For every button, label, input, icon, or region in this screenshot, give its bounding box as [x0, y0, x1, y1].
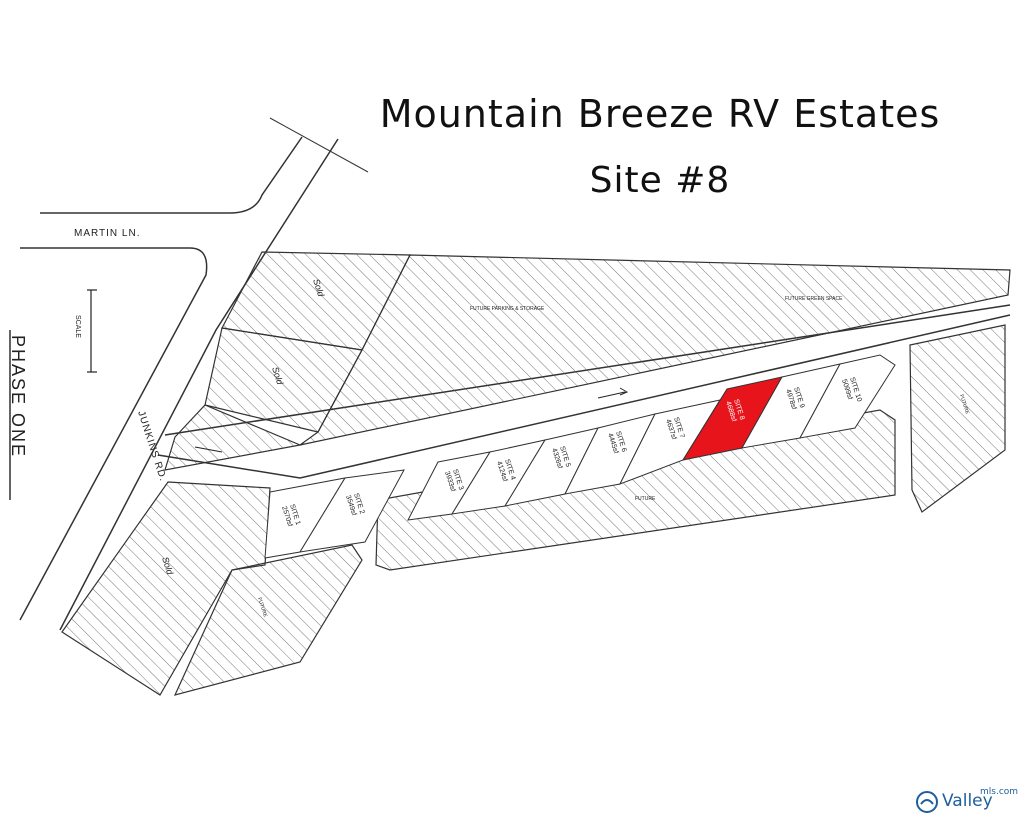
- valley-mls-logo-icon: [916, 791, 938, 813]
- future-parking-label: FUTURE PARKING & STORAGE: [470, 306, 545, 312]
- future-label-south: FUTURE: [635, 496, 656, 502]
- scale-label: SCALE: [74, 315, 81, 338]
- site-lot-10: [799, 354, 896, 439]
- watermark-logo: Valley mls.com: [916, 787, 1022, 815]
- future-green-label: FUTURE GREEN SPACE: [785, 296, 843, 302]
- traffic-arrows: [194, 387, 629, 453]
- hatched-parcels: [61, 251, 1011, 696]
- watermark-small-text: mls.com: [980, 787, 1019, 797]
- future-parcel-south: [375, 409, 896, 571]
- site-lot-2: [299, 469, 405, 553]
- junkins-rd-label: JUNKINS RD.: [135, 410, 168, 484]
- phase-label: PHASE ONE: [8, 335, 28, 458]
- martin-ln-label: MARTIN LN.: [74, 228, 141, 239]
- site-lots: [264, 354, 896, 559]
- watermark-text: Valley: [942, 791, 993, 811]
- page-subtitle: Site #8: [589, 160, 731, 201]
- page-title: Mountain Breeze RV Estates: [379, 92, 941, 136]
- future-parcel-east: [909, 324, 1006, 513]
- scale-bar: [87, 289, 97, 373]
- future-parcel-southwest: [173, 544, 363, 696]
- lower-parcel: [164, 404, 303, 471]
